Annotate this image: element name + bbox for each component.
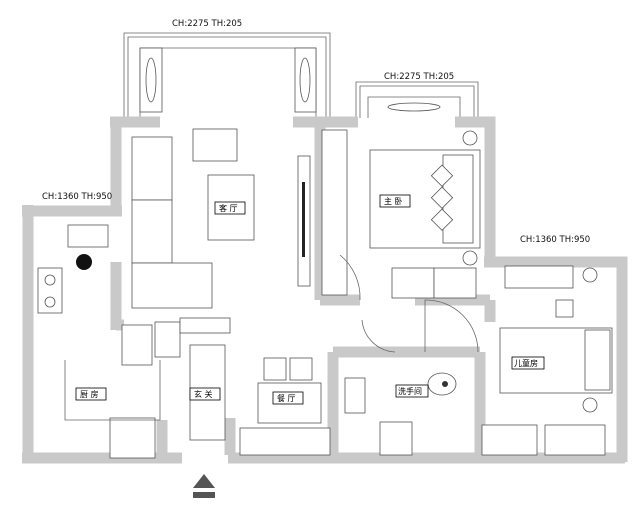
room-label-entry: 玄 关 bbox=[194, 389, 213, 399]
room-label-living: 客 厅 bbox=[219, 203, 238, 213]
room-label-kids: 儿童房 bbox=[514, 358, 538, 368]
dining-furniture bbox=[239, 357, 331, 456]
kitchen-furniture bbox=[37, 224, 181, 459]
master-furniture bbox=[339, 130, 481, 301]
master-balcony bbox=[355, 81, 479, 118]
dimension-living-balcony: CH:2275 TH:205 bbox=[172, 19, 242, 29]
dimension-kitchen-window: CH:1360 TH:950 bbox=[42, 192, 112, 202]
room-label-kitchen: 厨 房 bbox=[80, 389, 99, 399]
entrance-arrow-icon bbox=[193, 474, 215, 498]
living-balcony bbox=[123, 32, 331, 118]
kids-furniture bbox=[481, 265, 613, 456]
entry-furniture bbox=[179, 317, 231, 441]
room-label-master: 主 卧 bbox=[384, 196, 403, 206]
bathroom-furniture bbox=[344, 299, 479, 456]
dimension-kids-window: CH:1360 TH:950 bbox=[520, 235, 590, 245]
dimension-master-balcony: CH:2275 TH:205 bbox=[384, 72, 454, 82]
room-label-dining: 餐 厅 bbox=[277, 394, 296, 403]
room-label-bathroom: 洗手间 bbox=[398, 386, 422, 396]
